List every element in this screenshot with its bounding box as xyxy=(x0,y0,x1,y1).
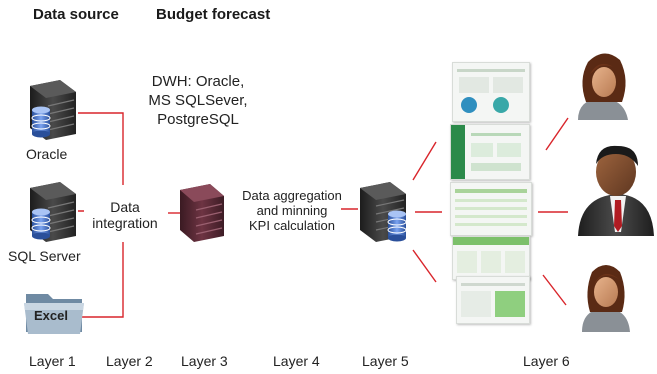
aggregation-server-icon xyxy=(360,182,407,242)
dwh-label: DWH: Oracle, MS SQLSever, PostgreSQL xyxy=(148,73,248,128)
line-oracle-integration xyxy=(78,112,124,185)
report-thumbnail-2 xyxy=(450,124,530,180)
excel-folder-icon xyxy=(24,294,84,334)
layer-2-label: Layer 2 xyxy=(106,353,153,369)
layer-1-label: Layer 1 xyxy=(29,353,76,369)
oracle-label: Oracle xyxy=(26,146,68,162)
dwh-server-icon xyxy=(180,184,224,242)
layer-3-label: Layer 3 xyxy=(181,353,228,369)
user-woman-top-icon xyxy=(578,53,628,120)
sqlserver-label: SQL Server xyxy=(8,248,81,264)
line-server-report3 xyxy=(412,249,437,283)
report-thumbnail-1 xyxy=(452,62,530,122)
aggregation-db-icon xyxy=(387,210,407,242)
layer-6-label: Layer 6 xyxy=(523,353,570,369)
line-report-user3 xyxy=(542,274,567,306)
line-server-report1 xyxy=(412,141,437,181)
line-excel-integration xyxy=(80,242,124,318)
data-integration-label: Data integration xyxy=(84,199,166,231)
line-report-user1 xyxy=(545,117,569,151)
report-thumbnail-3 xyxy=(450,182,532,236)
oracle-db-icon xyxy=(31,106,51,138)
sqlserver-server-icon xyxy=(30,182,76,242)
header-budget-forecast: Budget forecast xyxy=(156,6,271,23)
aggregation-label: Data aggregation and minning KPI calcula… xyxy=(242,188,342,233)
sqlserver-db-icon xyxy=(31,208,51,240)
report-thumbnail-5 xyxy=(456,276,530,324)
report-thumbnail-4 xyxy=(452,236,530,280)
header-data-source: Data source xyxy=(33,6,119,23)
user-man-middle-icon xyxy=(578,145,654,236)
oracle-server-icon xyxy=(30,80,76,140)
user-woman-bottom-icon xyxy=(582,265,630,332)
layer-5-label: Layer 5 xyxy=(362,353,409,369)
layer-4-label: Layer 4 xyxy=(273,353,320,369)
excel-label: Excel xyxy=(34,308,68,323)
